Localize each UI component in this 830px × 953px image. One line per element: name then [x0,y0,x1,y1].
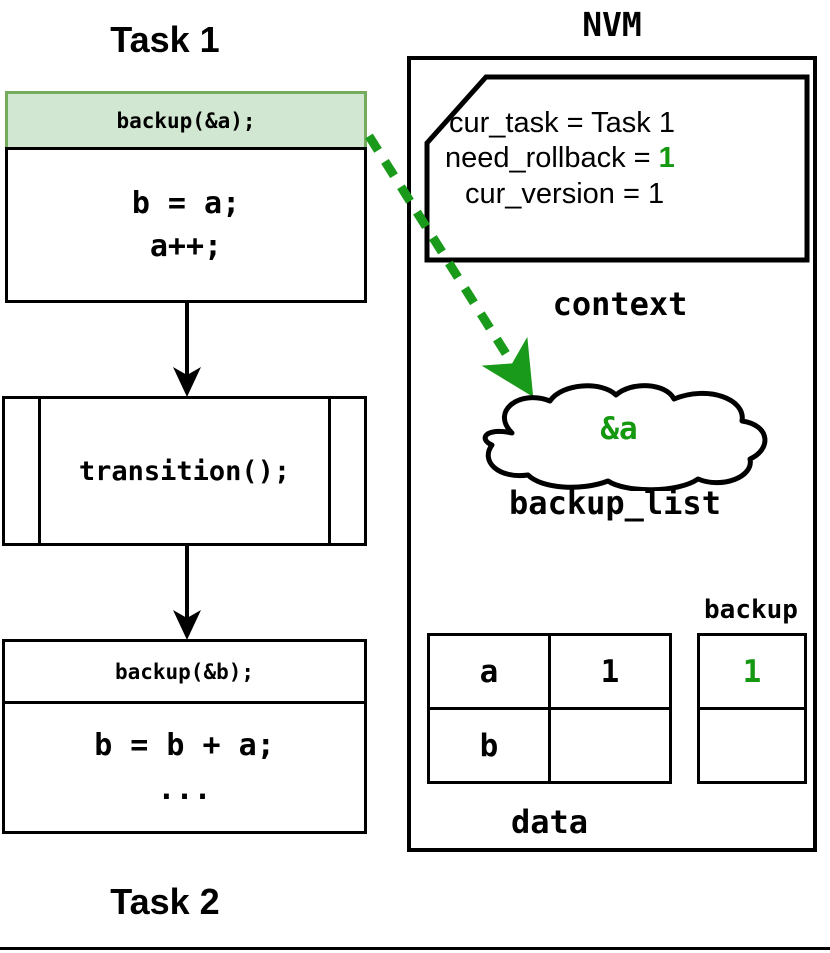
bottom-divider [0,947,830,950]
task1-backup-statement[interactable]: backup(&a); [5,91,367,150]
transition-block: transition(); [2,396,367,546]
task2-line-2: ... [157,771,212,807]
arrow-task1-to-transition [173,301,201,397]
context-field-cur-version-text: cur_version = [465,177,648,210]
context-field-cur-version-value: 1 [647,177,665,210]
task2-code-block: backup(&b); b = b + a; ... [2,639,367,834]
task1-body-box: b = a; a++; [5,147,367,303]
task2-title: Task 2 [110,881,220,922]
task1-line-2: a++; [149,229,223,264]
context-field-cur-task-value: Task 1 [591,107,675,139]
context-note-box [424,74,810,263]
backup-cell-a: 1 [697,633,807,710]
context-field-cur-version: cur_version = 1 [443,177,803,212]
data-label: data [510,803,589,841]
data-cell-name-a: a [427,633,551,710]
dashed-arrow-backup-to-list [365,133,534,397]
table-row: b [427,707,672,784]
backup-list-entry: &a [600,411,638,447]
table-row: a 1 [427,633,672,710]
context-field-need-rollback-text: need_rollback = [445,142,659,175]
context-field-need-rollback: need_rollback = 1 [443,141,803,176]
backup-table: 1 [697,633,807,784]
backup-cell-b [697,707,807,784]
arrow-transition-to-task2 [173,544,201,640]
task2-outer-box: backup(&b); b = b + a; ... [2,639,367,834]
backup-list-label: backup_list [509,484,721,522]
transition-label[interactable]: transition(); [78,455,291,487]
context-label: context [552,285,688,323]
context-field-cur-task-text: cur_task = [449,107,592,139]
nvm-title: NVM [582,5,642,44]
data-cell-value-b [548,707,672,784]
data-cell-value-a: 1 [548,633,672,710]
backup-list-cloud [482,383,768,491]
data-cell-name-b: b [427,707,551,784]
context-fields: cur_task = Task 1 need_rollback = 1 cur_… [443,106,803,246]
data-table: a 1 b [427,633,672,784]
task1-line-1: b = a; [131,185,241,221]
task1-title: Task 1 [110,19,220,60]
table-row [697,707,807,784]
context-field-cur-task: cur_task = Task 1 [443,106,803,141]
subroutine-bar-left [38,399,41,543]
subroutine-bar-right [328,399,331,543]
task2-backup-statement[interactable]: backup(&b); [5,642,364,704]
task2-body: b = b + a; ... [5,704,364,831]
context-field-need-rollback-value: 1 [658,142,675,175]
task1-code-block: backup(&a); b = a; a++; [5,91,367,303]
task2-line-1: b = b + a; [94,728,275,763]
backup-column-label: backup [704,595,798,625]
table-row: 1 [697,633,807,710]
